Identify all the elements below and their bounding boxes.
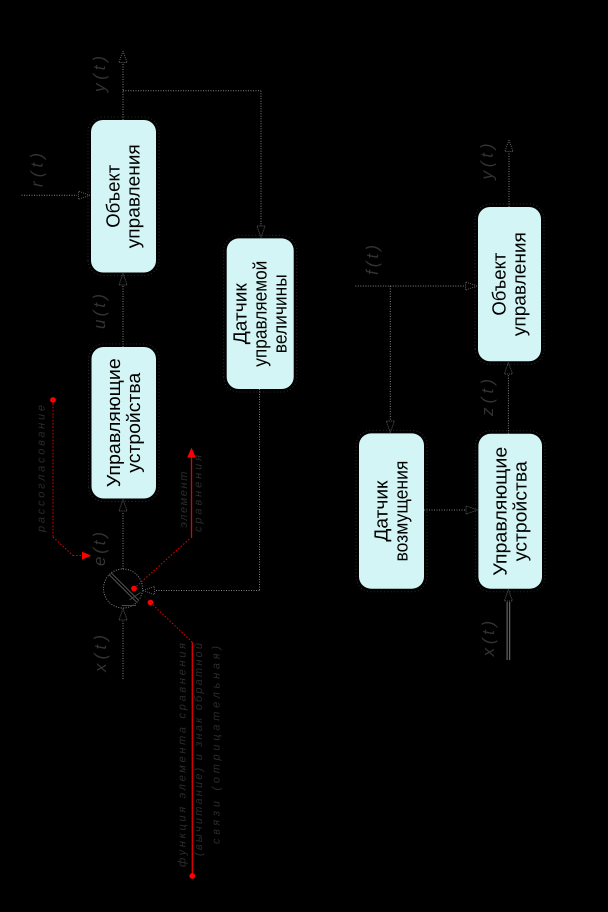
svg-text:Управляющие: Управляющие — [490, 447, 511, 576]
svg-text:Объект: Объект — [490, 252, 511, 315]
svg-text:z(t): z(t) — [478, 379, 497, 417]
svg-text:устройства: устройства — [510, 461, 531, 561]
svg-text:y(t): y(t) — [478, 144, 497, 181]
svg-text:управления: управления — [510, 232, 531, 336]
svg-text:(вычитание) и знак обратной: (вычитание) и знак обратной — [193, 643, 205, 856]
svg-text:управления: управления — [124, 144, 145, 248]
svg-text:Объект: Объект — [104, 164, 125, 227]
svg-text:устройства: устройства — [124, 372, 145, 472]
svg-text:рассогласование: рассогласование — [36, 405, 48, 533]
svg-text:Датчик: Датчик — [372, 480, 393, 542]
svg-text:u(t): u(t) — [90, 294, 109, 329]
svg-text:y(t): y(t) — [90, 56, 109, 93]
svg-text:Управляющие: Управляющие — [104, 358, 125, 487]
svg-text:x(t): x(t) — [91, 635, 110, 673]
svg-text:величины: величины — [270, 274, 291, 353]
svg-text:e(t): e(t) — [90, 532, 109, 566]
svg-text:связи (отрицательная): связи (отрицательная) — [211, 646, 223, 844]
svg-text:управляемой: управляемой — [250, 261, 271, 367]
svg-text:x(t): x(t) — [479, 621, 498, 658]
svg-text:элемент: элемент — [178, 472, 190, 528]
svg-text:Датчик: Датчик — [230, 283, 251, 345]
svg-text:возмущения: возмущения — [392, 461, 413, 562]
svg-text:сравнения: сравнения — [193, 455, 205, 532]
